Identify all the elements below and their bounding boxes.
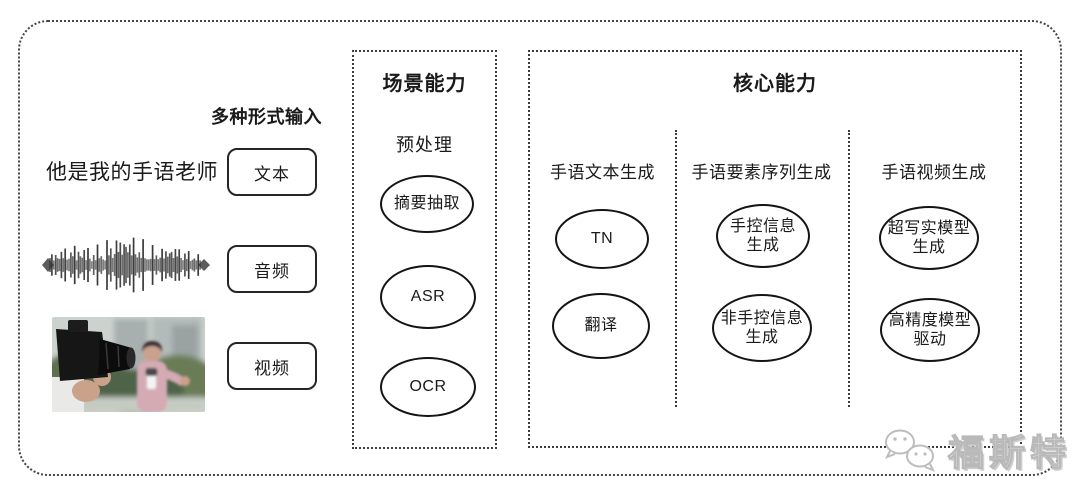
- wechat-icon: [884, 429, 936, 472]
- input-type-box-audio: 音频: [227, 245, 317, 293]
- watermark: 福斯特: [880, 424, 1071, 476]
- input-type-box-video: 视频: [227, 342, 317, 390]
- column-divider: [675, 130, 677, 407]
- video-input-sample-photo: [52, 317, 205, 412]
- node-translation: 翻译: [552, 293, 650, 359]
- node-ocr: OCR: [380, 357, 476, 417]
- input-section-label: 多种形式输入: [211, 107, 322, 127]
- node-tn: TN: [555, 209, 649, 269]
- text-input-sample: 他是我的手语老师: [46, 161, 218, 184]
- node-manual-info-generation: 手控信息 生成: [716, 204, 810, 268]
- input-type-label-text: 文本: [254, 164, 290, 184]
- core-box-title: 核心能力: [733, 73, 817, 95]
- node-high-precision-model-driving: 高精度模型 驱动: [880, 298, 980, 362]
- node-hyperrealistic-model-generation: 超写实模型 生成: [879, 206, 979, 270]
- watermark-text: 福斯特: [947, 431, 1072, 473]
- diagram-outer-border: [18, 20, 1062, 476]
- column-header-sl-text-generation: 手语文本生成: [550, 163, 655, 182]
- input-type-label-video: 视频: [254, 358, 290, 378]
- node-summary-extraction: 摘要抽取: [380, 175, 474, 233]
- column-divider: [848, 130, 850, 407]
- scene-box-title: 场景能力: [382, 73, 467, 95]
- column-header-sl-video-generation: 手语视频生成: [881, 163, 987, 182]
- scene-capability-box: 场景能力 预处理 摘要抽取 ASR OCR: [352, 50, 497, 449]
- node-asr: ASR: [380, 265, 476, 329]
- column-header-sl-element-sequence-generation: 手语要素序列生成: [691, 163, 832, 182]
- audio-waveform-icon: [42, 237, 210, 293]
- node-non-manual-info-generation: 非手控信息 生成: [712, 294, 812, 362]
- input-type-box-text: 文本: [227, 148, 317, 196]
- core-capability-box: 核心能力 手语文本生成 手语要素序列生成 手语视频生成 TN 翻译 手控信息 生…: [528, 50, 1022, 448]
- input-type-label-audio: 音频: [254, 261, 290, 281]
- preprocess-label: 预处理: [396, 135, 453, 155]
